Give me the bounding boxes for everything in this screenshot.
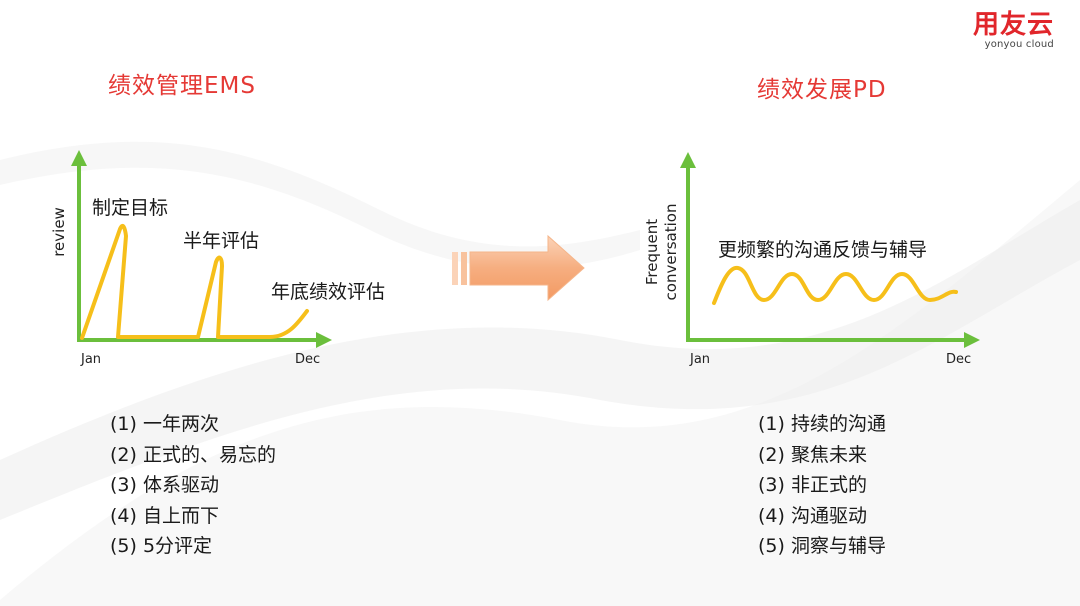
yonyou-cloud-logo: 用友云 yonyou cloud [973,10,1054,50]
list-item: (4) 自上而下 [110,501,276,532]
item-text: 沟通驱动 [790,504,867,527]
list-item: (2) 聚焦未来 [758,440,886,471]
pd-conversation-curve [712,266,958,305]
logo-mark: 用友云 [972,10,1054,40]
item-text: 正式的、易忘的 [142,443,276,466]
ems-annotation-midyear: 半年评估 [183,230,259,252]
item-number: (5) [110,535,137,557]
list-item: (4) 沟通驱动 [758,501,886,532]
ems-annotation-goal: 制定目标 [92,197,168,219]
list-item: (1) 持续的沟通 [758,409,886,440]
list-item: (5) 5分评定 [110,531,276,562]
list-item: (1) 一年两次 [110,409,276,440]
ems-feature-list: (1) 一年两次 (2) 正式的、易忘的 (3) 体系驱动 (4) 自上而下 (… [110,409,276,562]
item-text: 洞察与辅导 [790,535,886,557]
item-number: (4) [758,504,785,527]
list-item: (3) 非正式的 [758,470,886,501]
ems-title: 绩效管理EMS [108,73,256,99]
ems-x-start-label: Jan [80,352,101,367]
ems-review-curve [80,224,309,340]
item-number: (5) [758,535,785,557]
pd-x-axis-arrowhead [964,332,980,348]
pd-annotation: 更频繁的沟通反馈与辅导 [718,239,927,261]
ems-y-axis-label: review [50,207,68,257]
pd-title: 绩效发展PD [757,77,887,103]
item-text: 体系驱动 [142,474,219,496]
ems-x-end-label: Dec [295,352,320,367]
item-number: (1) [110,413,137,435]
pd-y-axis-label-line1: Frequent [643,219,661,285]
item-text: 一年两次 [142,413,219,435]
item-text: 聚焦未来 [790,443,867,466]
list-item: (3) 体系驱动 [110,470,276,501]
pd-x-start-label: Jan [689,352,710,367]
item-number: (1) [758,413,785,435]
pd-y-axis-label-line2: conversation [662,204,680,301]
item-text: 非正式的 [790,474,867,496]
ems-y-axis-arrowhead [71,150,87,166]
list-item: (5) 洞察与辅导 [758,531,886,562]
ems-x-axis-arrowhead [316,332,332,348]
item-text: 自上而下 [142,504,219,527]
pd-y-axis-arrowhead [680,152,696,168]
item-number: (3) [110,474,137,496]
item-text: 5分评定 [142,535,213,557]
logo-subtitle: yonyou cloud [984,39,1054,50]
transition-arrow [452,234,585,302]
item-number: (4) [110,504,137,527]
ems-annotation-yearend: 年底绩效评估 [271,281,385,303]
pd-feature-list: (1) 持续的沟通 (2) 聚焦未来 (3) 非正式的 (4) 沟通驱动 (5)… [758,409,886,562]
item-number: (2) [758,443,785,466]
pd-chart: Frequent conversation Jan Dec 更频繁的沟通反馈与辅… [643,152,980,367]
item-text: 持续的沟通 [790,413,886,435]
list-item: (2) 正式的、易忘的 [110,440,276,471]
pd-x-end-label: Dec [946,352,971,367]
ems-chart: review Jan Dec 制定目标 半年评估 年底绩效评估 [50,150,385,367]
item-number: (2) [110,443,137,466]
item-number: (3) [758,474,785,496]
